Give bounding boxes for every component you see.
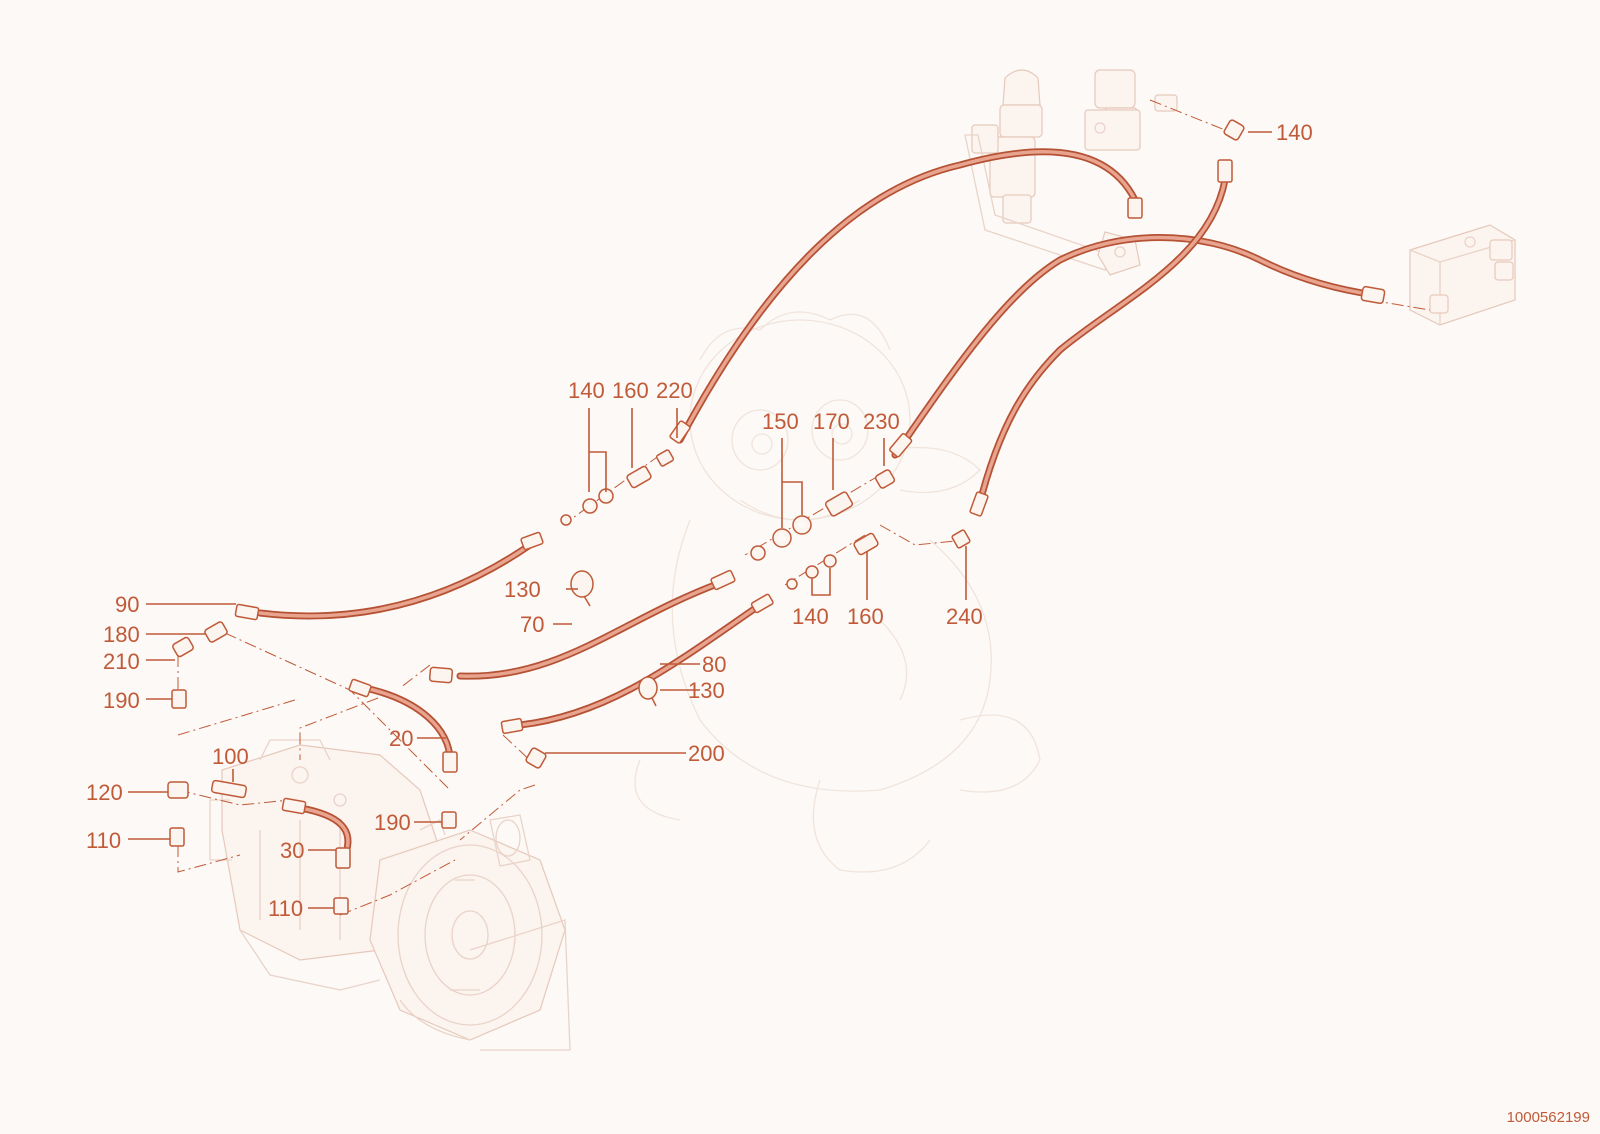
callout-20: 20 [389, 726, 413, 751]
fittings [167, 119, 1386, 915]
document-number: 1000562199 [1507, 1109, 1590, 1126]
callout-180: 180 [103, 622, 140, 647]
callout-70: 70 [520, 612, 544, 637]
callout-170: 170 [813, 409, 850, 434]
callout-140: 140 [1276, 120, 1313, 145]
callout-110: 110 [268, 896, 303, 921]
callout-140: 140 [568, 378, 605, 403]
callout-240: 240 [946, 604, 983, 629]
callout-160: 160 [612, 378, 649, 403]
callout-190: 190 [103, 688, 140, 713]
callout-110: 110 [86, 828, 121, 853]
hose-lines [256, 148, 1379, 859]
callout-200: 200 [688, 741, 725, 766]
callout-220: 220 [656, 378, 693, 403]
callout-130: 130 [688, 678, 725, 703]
callout-30: 30 [280, 838, 304, 863]
callout-160: 160 [847, 604, 884, 629]
callout-labels: 140 140 160 220 150 170 230 130 70 140 1… [86, 120, 1313, 921]
callout-150: 150 [762, 409, 799, 434]
callout-140: 140 [792, 604, 829, 629]
callout-100: 100 [212, 744, 249, 769]
leader-lines [128, 131, 1272, 909]
callout-210: 210 [103, 649, 140, 674]
callout-120: 120 [86, 780, 123, 805]
solenoid-valve [1084, 69, 1178, 151]
callout-130: 130 [504, 577, 541, 602]
control-valve-block [1409, 224, 1516, 326]
callout-190: 190 [374, 810, 411, 835]
callout-90: 90 [115, 592, 139, 617]
callout-230: 230 [863, 409, 900, 434]
callout-80: 80 [702, 652, 726, 677]
gearbox-housing [209, 739, 571, 1051]
